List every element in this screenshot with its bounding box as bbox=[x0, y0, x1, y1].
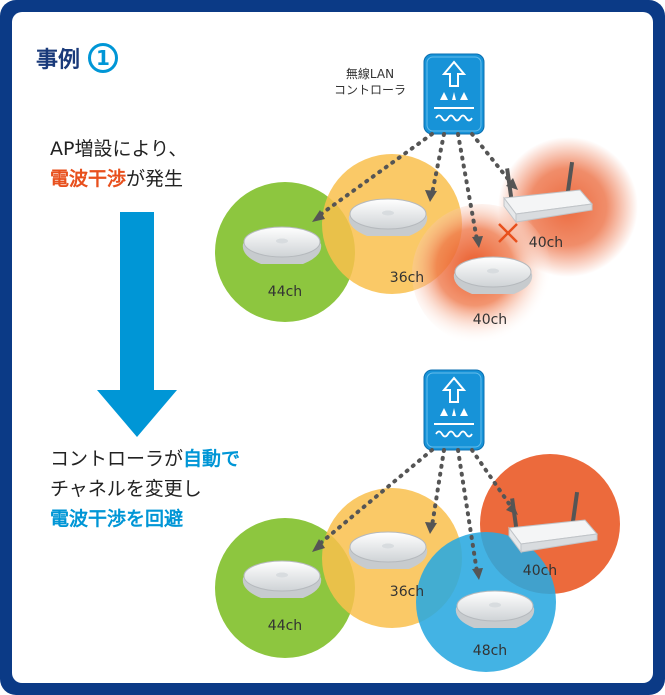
controller-label-line1: 無線LAN bbox=[345, 67, 395, 81]
bottom-line-1-prefix: コントローラが bbox=[50, 448, 184, 470]
top-scenario bbox=[215, 53, 638, 344]
auto-text: 自動で bbox=[183, 448, 241, 470]
case-number-badge: 1 bbox=[88, 43, 119, 73]
channel-label-bottom-4: 48ch bbox=[473, 643, 507, 659]
channel-label-top-1: 44ch bbox=[268, 284, 302, 300]
connection-lines-top bbox=[315, 132, 514, 242]
bottom-scenario bbox=[215, 369, 620, 672]
channel-label-top-2: 36ch bbox=[390, 270, 424, 286]
interference-text: 電波干渉 bbox=[50, 168, 127, 190]
channel-label-bottom-2: 36ch bbox=[390, 584, 424, 600]
case-title-text: 事例 bbox=[36, 48, 81, 73]
bottom-line-1: コントローラが自動で bbox=[50, 444, 240, 474]
ap-top-center-icon bbox=[348, 198, 428, 237]
top-line-2: 電波干渉が発生 bbox=[50, 164, 187, 194]
channel-label-bottom-1: 44ch bbox=[268, 618, 302, 634]
interference-cross-icon bbox=[498, 223, 518, 243]
bottom-line-2: チャネルを変更し bbox=[50, 478, 202, 500]
bottom-description: コントローラが自動で チャネルを変更し 電波干渉を回避 bbox=[50, 444, 240, 534]
ap-bottom-center-icon bbox=[348, 531, 428, 570]
top-line-1: AP増設により、 bbox=[50, 138, 188, 160]
top-description: AP増設により、 電波干渉が発生 bbox=[50, 134, 187, 194]
down-arrow-icon bbox=[97, 212, 177, 437]
controller-label-line2: コントローラ bbox=[333, 83, 406, 97]
controller-bottom-icon bbox=[423, 369, 485, 451]
connection-lines-bottom bbox=[315, 448, 514, 574]
controller-label: 無線LAN コントローラ bbox=[330, 66, 410, 98]
ap-top-left-icon bbox=[242, 226, 322, 265]
channel-label-top-3: 40ch bbox=[529, 235, 563, 251]
network-diagram: 44ch 36ch 40ch 40ch 44ch 36ch 40ch 48ch bbox=[215, 53, 638, 672]
case-title: 事例 1 bbox=[36, 42, 119, 74]
content-panel: 事例 1 AP増設により、 電波干渉が発生 コントローラが自動で チャネルを変更… bbox=[12, 12, 653, 683]
ap-bottom-left-icon bbox=[242, 560, 322, 599]
controller-top-icon bbox=[423, 53, 485, 135]
ap-top-right-icon bbox=[453, 256, 533, 295]
channel-labels: 44ch 36ch 40ch 40ch 44ch 36ch 40ch 48ch bbox=[268, 235, 563, 659]
occurs-text: が発生 bbox=[126, 168, 184, 190]
bottom-line-3: 電波干渉を回避 bbox=[50, 508, 184, 530]
ap-bottom-right-icon bbox=[455, 590, 535, 629]
channel-label-bottom-3: 40ch bbox=[523, 563, 557, 579]
channel-label-top-4: 40ch bbox=[473, 312, 507, 328]
